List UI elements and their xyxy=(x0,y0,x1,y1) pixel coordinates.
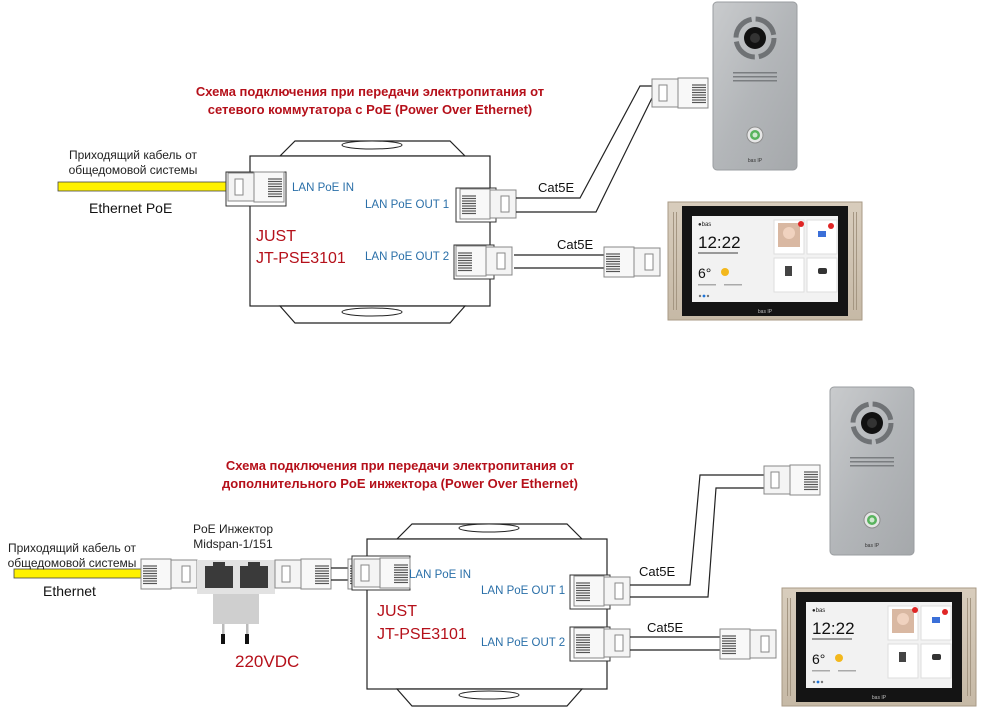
cable-type-label-1: Ethernet PoE xyxy=(89,200,173,216)
port-out1-label-2: LAN PoE OUT 1 xyxy=(481,585,566,597)
diagram-1 xyxy=(57,2,863,324)
diagram-2 xyxy=(13,387,977,707)
incoming-label-line1: Приходящий кабель от xyxy=(7,541,137,555)
port-in-label-1: LAN PoE IN xyxy=(292,182,354,194)
cat5e-cable-1-bottom xyxy=(516,97,653,213)
rj45-plug-out1 xyxy=(459,188,517,220)
rj45-plug-in xyxy=(227,171,285,203)
indoor-monitor-1 xyxy=(667,201,863,321)
cable-out1-label-1: Cat5E xyxy=(538,180,575,195)
call-panel-1 xyxy=(713,2,797,170)
port-in-label-2: LAN PoE IN xyxy=(409,569,471,581)
incoming-label-line2: общедомовой системы xyxy=(68,163,198,177)
rj45-plug-callpanel-1 xyxy=(651,77,709,109)
rj45-plug-in-2 xyxy=(353,557,411,589)
diagram-2-title-line1: Схема подключения при передачи электропи… xyxy=(225,458,575,473)
rj45-plug-monitor-1 xyxy=(603,246,661,278)
rj45-plug-out2 xyxy=(455,245,513,277)
injector-label-line2: Midspan-1/151 xyxy=(193,537,273,551)
rj45-plug-monitor-2 xyxy=(719,628,777,660)
port-out1-label-1: LAN PoE OUT 1 xyxy=(365,199,450,211)
diagram-1-title-line2: сетевого коммутатора с PoE (Power Over E… xyxy=(207,102,533,117)
diagram-2-title-line2: дополнительного PoE инжектора (Power Ove… xyxy=(222,476,578,491)
incoming-label-line2: общедомовой системы xyxy=(7,556,137,570)
rj45-plug-injector-out xyxy=(274,558,332,590)
injector-label: PoE Инжектор Midspan-1/151 xyxy=(183,522,283,552)
cat5e-cable-1-top xyxy=(516,85,652,199)
incoming-cable-label-2: Приходящий кабель от общедомовой системы xyxy=(4,541,140,571)
port-out2-label-1: LAN PoE OUT 2 xyxy=(365,251,450,263)
switch-brand-2: JUST xyxy=(377,603,417,620)
indoor-monitor-2 xyxy=(781,587,977,707)
cable-out2-label-1: Cat5E xyxy=(557,237,594,252)
cable-type-label-2: Ethernet xyxy=(43,583,96,599)
incoming-cable-label-1: Приходящий кабель от общедомовой системы xyxy=(58,148,208,178)
rj45-plug-out2-2 xyxy=(573,627,631,659)
port-out2-label-2: LAN PoE OUT 2 xyxy=(481,637,566,649)
rj45-plug-callpanel-2 xyxy=(763,464,821,496)
switch-brand-1: JUST xyxy=(256,228,296,245)
diagram-2-title: Схема подключения при передачи электропи… xyxy=(195,457,605,493)
cable-out2-label-2: Cat5E xyxy=(647,620,684,635)
power-label: 220VDC xyxy=(235,652,300,671)
diagram-1-title-line1: Схема подключения при передачи электропи… xyxy=(195,84,545,99)
rj45-plug-out1-2 xyxy=(573,575,631,607)
injector-label-line1: PoE Инжектор xyxy=(192,522,274,536)
poe-injector xyxy=(197,560,275,644)
rj45-plug-injector-in xyxy=(140,558,198,590)
cable-out1-label-2: Cat5E xyxy=(639,564,676,579)
call-panel-2 xyxy=(830,387,914,555)
switch-model-2: JT-PSE3101 xyxy=(377,626,467,643)
incoming-label-line1: Приходящий кабель от xyxy=(68,148,198,162)
diagram-1-title: Схема подключения при передачи электропи… xyxy=(170,83,570,119)
incoming-cable-poe xyxy=(57,181,229,192)
switch-model-1: JT-PSE3101 xyxy=(256,250,346,267)
